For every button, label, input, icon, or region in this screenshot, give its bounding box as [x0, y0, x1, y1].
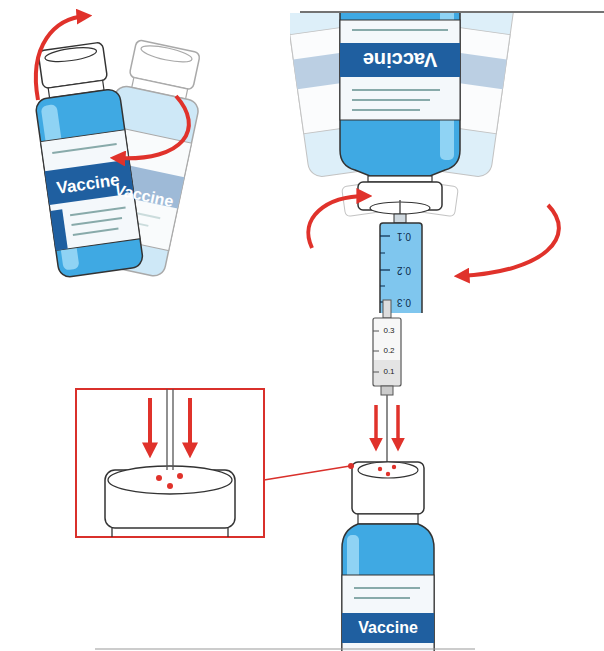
- table-line: [300, 11, 604, 13]
- leader-line: [264, 466, 350, 480]
- swirl-arrow: [36, 16, 86, 100]
- dose-mark: 0.2: [397, 265, 411, 275]
- inset-frame: [76, 389, 264, 537]
- dose-mark: 0.3: [397, 297, 411, 307]
- dose-mark: 0.1: [383, 368, 394, 376]
- push-arrow: [396, 405, 400, 446]
- syringe: [380, 200, 422, 313]
- swirl-arrow: [116, 96, 189, 158]
- inverted-vial: [340, 13, 460, 214]
- dose-mark: 0.2: [383, 347, 394, 355]
- push-arrow: [374, 405, 378, 446]
- dose-mark: 0.1: [397, 231, 411, 241]
- vial-label: Vaccine: [363, 50, 438, 70]
- base-line: [95, 649, 475, 650]
- swirl-arrow: [308, 196, 366, 248]
- swirl-arrow: [460, 205, 559, 276]
- stopper-closeup: [105, 389, 235, 537]
- leader-dot: [348, 463, 354, 469]
- vial-label: Vaccine: [358, 620, 418, 636]
- dose-mark: 0.3: [383, 327, 394, 335]
- vial: [342, 462, 434, 651]
- syringe: [373, 300, 401, 462]
